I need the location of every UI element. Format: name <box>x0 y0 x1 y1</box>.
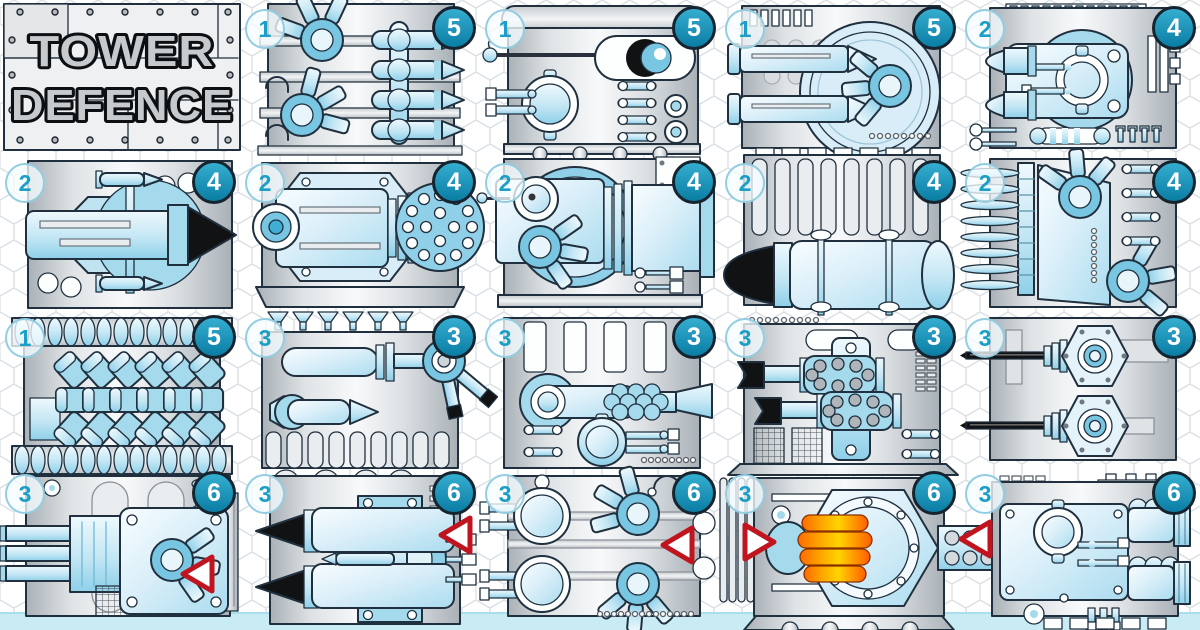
cell-antenna-panel <box>482 5 703 162</box>
cell-barrel-turret <box>476 156 715 308</box>
badge-right-c1r4: 6 <box>192 471 236 515</box>
badge-right-c3r2: 4 <box>672 160 716 204</box>
cell-rotor-missile-rack <box>257 0 465 156</box>
badge-right-c4r3: 3 <box>912 315 956 359</box>
badge-left-c2r2: 2 <box>245 163 285 203</box>
badge-right-c2r2: 4 <box>432 160 476 204</box>
badge-left-c2r1: 1 <box>245 9 285 49</box>
cell-big-torpedo <box>723 154 955 316</box>
badge-left-c4r3: 3 <box>725 318 765 358</box>
badge-left-c4r4: 3 <box>725 474 765 514</box>
badge-left-c5r1: 2 <box>965 9 1005 49</box>
badge-right-c5r2: 4 <box>1152 160 1196 204</box>
badge-right-c3r3: 3 <box>672 315 716 359</box>
badge-left-c4r1: 1 <box>725 9 765 49</box>
title-line1: TOWER <box>30 27 215 76</box>
needle-gun-1 <box>960 325 1129 387</box>
badge-left-c3r1: 1 <box>485 9 525 49</box>
badge-right-c4r1: 5 <box>912 6 956 50</box>
cell-needle-guns <box>960 317 1177 461</box>
needle-gun-2 <box>960 395 1129 457</box>
cell-dual-barrel-machine <box>961 473 1191 630</box>
cell-heavy-cannon <box>25 160 237 309</box>
badge-left-c3r4: 3 <box>485 474 525 514</box>
badge-right-c5r4: 6 <box>1152 471 1196 515</box>
badge-right-c4r4: 6 <box>912 471 956 515</box>
cell-roller-guns <box>727 316 959 476</box>
cell-missile-pod-array <box>11 317 233 475</box>
cell-piston-bubble-gun <box>503 317 713 469</box>
badge-left-c5r2: 2 <box>965 163 1005 203</box>
badge-left-c2r4: 3 <box>245 474 285 514</box>
badge-left-c2r3: 3 <box>245 318 285 358</box>
cell-needle-array <box>960 147 1178 319</box>
badge-right-c2r3: 3 <box>432 315 476 359</box>
badge-left-c1r2: 2 <box>5 163 45 203</box>
badge-right-c1r3: 5 <box>192 315 236 359</box>
badge-left-c1r3: 1 <box>5 318 45 358</box>
cell-title-plate: TOWER DEFENCE <box>3 3 241 151</box>
badge-left-c5r4: 3 <box>965 474 1005 514</box>
badge-right-c5r3: 3 <box>1152 315 1196 359</box>
badge-right-c5r1: 4 <box>1152 6 1196 50</box>
badge-left-c4r2: 2 <box>725 163 765 203</box>
badge-left-c1r4: 3 <box>5 474 45 514</box>
badge-right-c3r4: 6 <box>672 471 716 515</box>
cell-disc-turret <box>727 5 941 163</box>
title-line2: DEFENCE <box>11 81 233 130</box>
badge-right-c4r2: 4 <box>912 160 956 204</box>
badge-left-c5r3: 3 <box>965 318 1005 358</box>
badge-right-c2r4: 6 <box>432 471 476 515</box>
cell-dual-torpedo <box>255 469 477 625</box>
badge-left-c3r2: 2 <box>485 163 525 203</box>
cell-torpedo-arm <box>261 311 499 469</box>
cell-missile-plate <box>969 3 1181 151</box>
cell-lens-pods <box>479 464 716 630</box>
badge-right-c1r2: 4 <box>192 160 236 204</box>
badge-right-c2r1: 5 <box>432 6 476 50</box>
badge-left-c3r3: 3 <box>485 318 525 358</box>
badge-right-c3r1: 5 <box>672 6 716 50</box>
